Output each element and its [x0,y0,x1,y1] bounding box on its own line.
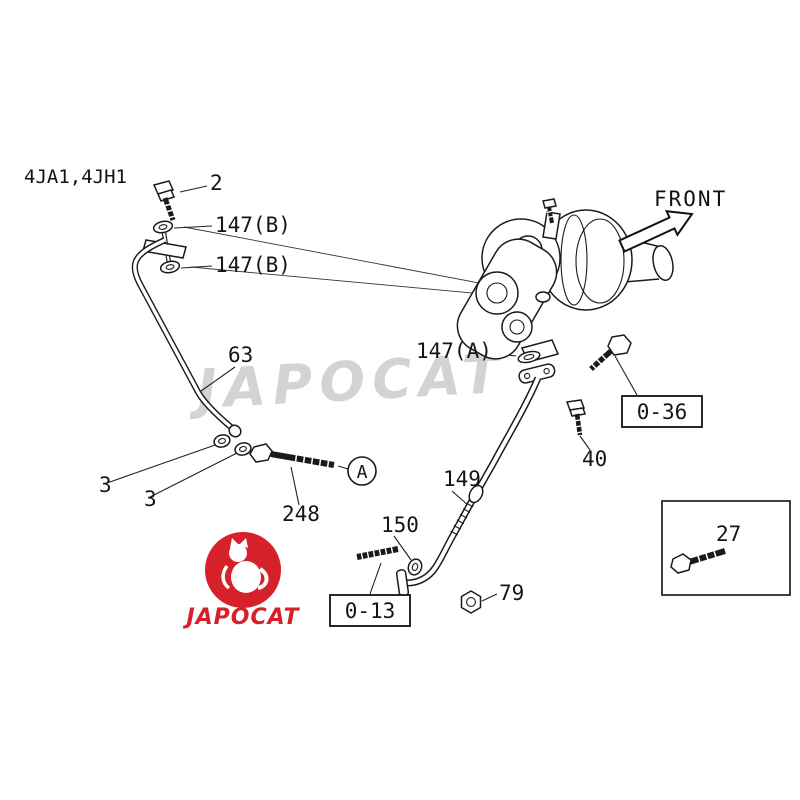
detail-box-27 [661,500,791,596]
top-bolt [542,198,557,209]
oil-drain-gasket-147a [517,339,560,384]
pipe-end-flange [395,569,410,597]
ref-box-0-13: 0-13 [329,594,411,627]
bolt-2 [152,180,176,221]
part-labels: 4JA1,4JH1 2 147(B) 147(B) 63 147(A) 40 3… [24,166,741,605]
front-indicator: FRONT [618,187,727,253]
ref-box-0-13-label: 0-13 [345,599,396,623]
part-label-2: 2 [210,171,223,195]
part-label-147a: 147(A) [416,339,492,363]
part-label-150: 150 [381,513,419,537]
ref-box-0-36: 0-36 [621,395,703,428]
view-marker-a: A [347,456,377,486]
part-label-147b-2: 147(B) [215,253,291,277]
front-label: FRONT [654,187,727,211]
outlet-duct-end [652,245,674,281]
bolt-27 [670,548,726,574]
part-label-3-2: 3 [144,487,157,511]
part-label-147b-1: 147(B) [215,213,291,237]
view-marker-a-label: A [357,462,368,483]
bolt-248 [249,443,335,469]
part-label-149: 149 [443,467,481,491]
pipe-end-fitting [228,424,242,438]
part-label-40: 40 [582,447,607,471]
hose-ribs [450,502,474,536]
washer-147b-1 [152,220,174,234]
bolt-40 [565,399,586,436]
washer-147b-2 [159,260,181,274]
part-label-3-1: 3 [99,473,112,497]
cat-logo-icon [221,538,269,593]
part-label-63: 63 [228,343,253,367]
ref-box-0-36-label: 0-36 [637,400,688,424]
nut-79 [460,590,482,614]
japocat-logo: JAPOCAT [182,532,300,630]
hose-clamp [468,484,484,504]
bolt-0-36 [589,334,632,372]
turbocharger [456,198,674,360]
fitting-150 [407,558,423,576]
feed-union-fitting [535,291,551,303]
stud-0-13 [356,546,399,560]
model-code-label: 4JA1,4JH1 [24,166,127,188]
japocat-logo-text: JAPOCAT [182,605,300,630]
washer-3-2 [234,442,252,456]
oil-return-pipe-149 [395,376,542,597]
front-arrow-icon [618,210,694,253]
part-label-248: 248 [282,502,320,526]
part-label-79: 79 [499,581,524,605]
washer-3-1 [213,434,231,448]
oil-feed-pipe-63 [131,232,242,438]
part-label-27: 27 [716,522,741,546]
top-bracket [542,211,561,240]
